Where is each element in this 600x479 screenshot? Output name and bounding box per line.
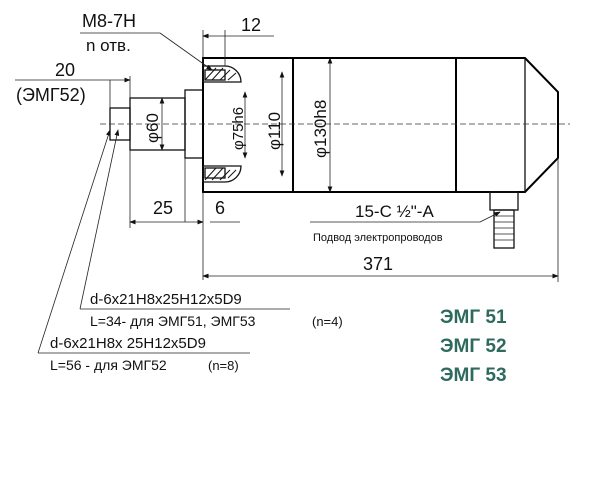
dim-25: 25 — [129, 150, 204, 280]
connector-spec: 15-С ½"-А — [355, 202, 434, 221]
d110-label: φ110 — [265, 112, 284, 150]
connector-callout: 15-С ½"-А Подвод электропроводов — [310, 202, 501, 244]
model-list: ЭМГ 51 ЭМГ 52 ЭМГ 53 — [440, 307, 507, 386]
dim-25-label: 25 — [153, 198, 173, 218]
housing — [292, 57, 457, 193]
dim-d60: φ60 — [143, 97, 165, 151]
spline2-spec: d-6x21H8x 25H12x5D9 — [50, 335, 206, 352]
dim-20-note: (ЭМГ52) — [16, 85, 86, 105]
spline2-length: L=56 - для ЭМГ52 — [50, 357, 167, 373]
rear-cone — [456, 57, 559, 193]
dim-6: 6 — [184, 158, 240, 223]
dim-371: 371 — [202, 158, 559, 282]
hole-count: n отв. — [86, 36, 131, 55]
model-emg52: ЭМГ 52 — [440, 336, 507, 357]
spline1-length: L=34- для ЭМГ51, ЭМГ53 — [90, 313, 256, 329]
thread-spec: М8-7Н — [82, 11, 136, 31]
spline-callout-2: d-6x21H8x 25H12x5D9 L=56 - для ЭМГ52 (n=… — [37, 129, 250, 373]
d75-label: φ75h6 — [230, 107, 247, 150]
dim-d130: φ130h8 — [311, 57, 333, 193]
dim-d75: φ75h6 — [230, 91, 248, 159]
dim-20: 20 (ЭМГ52) — [15, 60, 131, 108]
d60-label: φ60 — [143, 113, 162, 143]
model-emg53: ЭМГ 53 — [440, 365, 507, 386]
spline1-spec: d-6x21H8x25H12x5D9 — [90, 291, 242, 308]
connector-caption: Подвод электропроводов — [313, 232, 443, 244]
threaded-hole-bottom — [202, 165, 242, 183]
spline1-count: (n=4) — [312, 314, 343, 329]
d130-label: φ130h8 — [311, 100, 330, 158]
thread-callout: М8-7Н n отв. — [80, 11, 213, 71]
spline2-count: (n=8) — [208, 358, 239, 373]
motor-body — [100, 57, 570, 249]
dim-12-label: 12 — [241, 15, 261, 35]
spline-callout-1: d-6x21H8x25H12x5D9 L=34- для ЭМГ51, ЭМГ5… — [79, 129, 343, 329]
threaded-hole-top — [202, 65, 242, 83]
connector-nut — [489, 191, 519, 211]
model-emg51: ЭМГ 51 — [440, 307, 507, 328]
dim-6-label: 6 — [215, 198, 225, 218]
dim-d110: φ110 — [265, 71, 285, 177]
dim-20-label: 20 — [55, 60, 75, 80]
dim-12: 12 — [202, 15, 274, 66]
dim-371-label: 371 — [363, 254, 393, 274]
connector-pipe — [493, 209, 515, 249]
